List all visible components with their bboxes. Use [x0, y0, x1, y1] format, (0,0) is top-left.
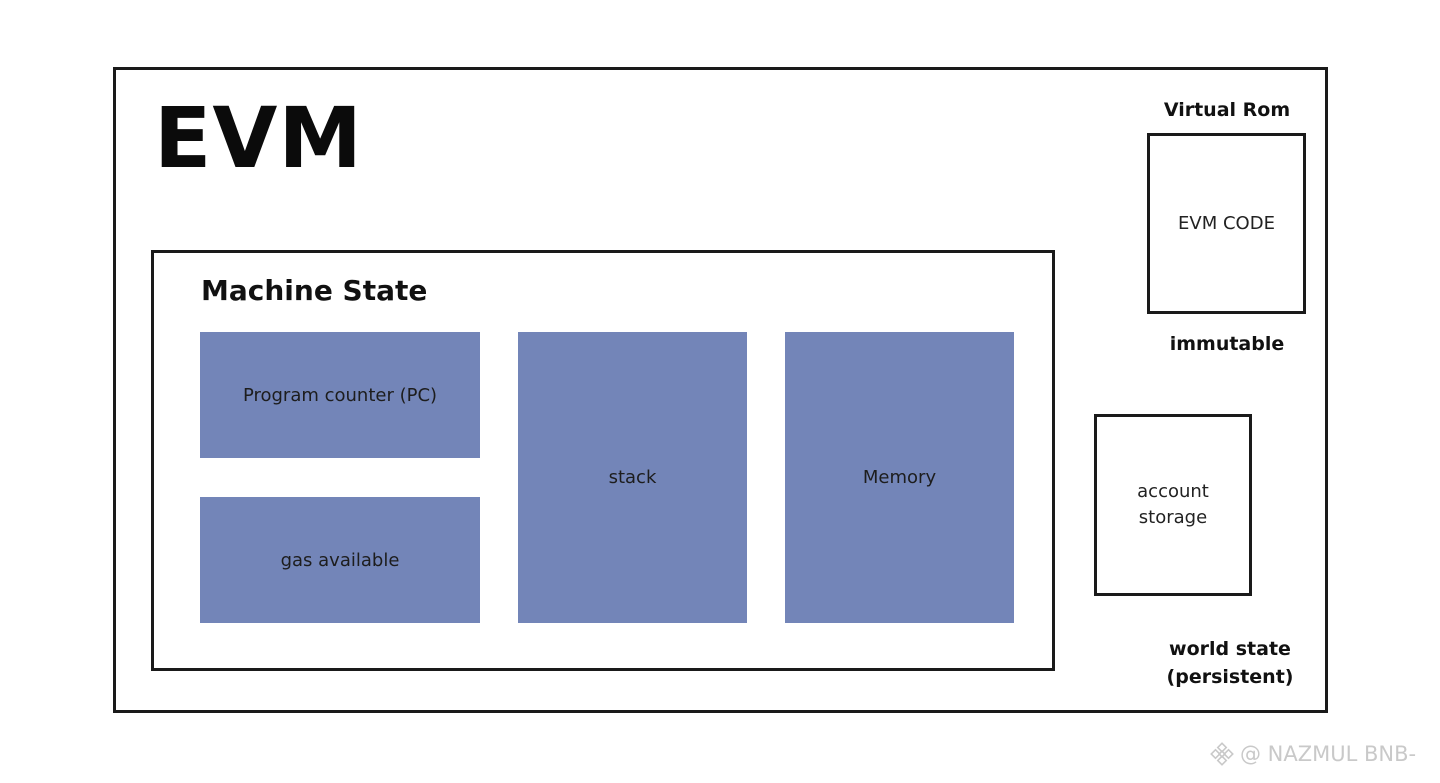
world-state-line1: world state	[1169, 638, 1291, 660]
gas-available-block: gas available	[200, 497, 480, 623]
watermark-text: @ NAZMUL BNB-	[1240, 742, 1417, 766]
stack-label: stack	[608, 467, 657, 488]
world-state-label: world state (persistent)	[1150, 635, 1310, 691]
watermark: @ NAZMUL BNB-	[1210, 742, 1416, 766]
machine-state-title: Machine State	[201, 274, 428, 307]
memory-block: Memory	[785, 332, 1014, 623]
account-storage-box: account storage	[1094, 414, 1252, 596]
world-state-line2: (persistent)	[1166, 666, 1294, 688]
machine-state-container	[151, 250, 1055, 671]
evm-code-box: EVM CODE	[1147, 133, 1306, 314]
stack-block: stack	[518, 332, 747, 623]
evm-title: EVM	[154, 89, 363, 187]
account-storage-line1: account	[1137, 481, 1209, 502]
memory-label: Memory	[862, 467, 937, 488]
immutable-label: immutable	[1169, 333, 1285, 355]
evm-container	[113, 67, 1328, 713]
virtual-rom-label: Virtual Rom	[1163, 99, 1291, 121]
program-counter-label: Program counter (PC)	[242, 384, 438, 406]
evm-code-label: EVM CODE	[1178, 212, 1275, 234]
binance-logo-icon	[1210, 742, 1234, 766]
gas-available-label: gas available	[280, 549, 400, 571]
account-storage-line2: storage	[1138, 507, 1208, 528]
program-counter-block: Program counter (PC)	[200, 332, 480, 458]
